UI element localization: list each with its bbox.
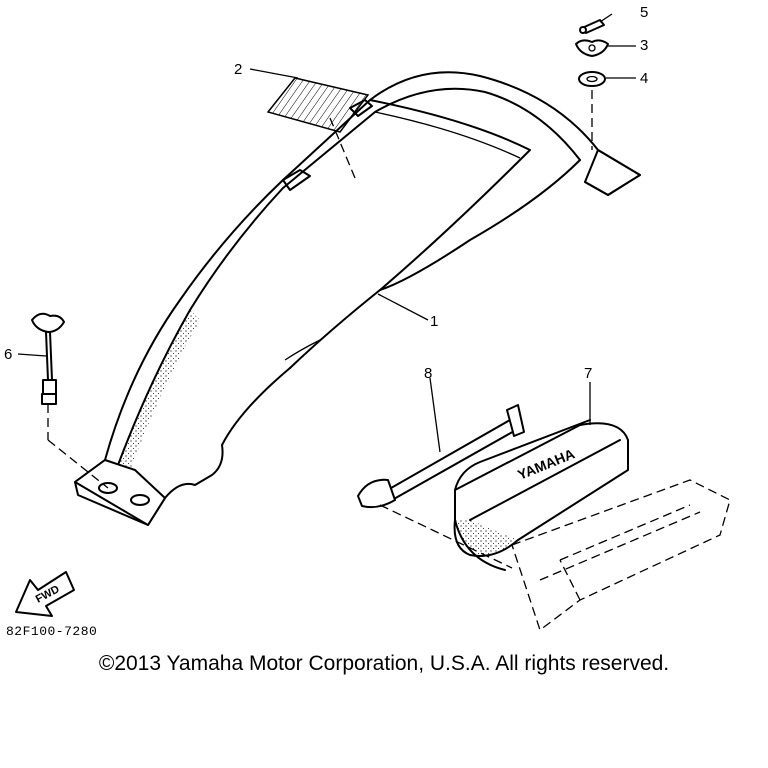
callout-7: 7 <box>584 365 592 382</box>
washer <box>578 71 606 87</box>
callout-labels: 1 2 3 4 5 6 7 8 <box>4 4 648 382</box>
callout-1: 1 <box>430 313 438 330</box>
screw <box>579 19 605 34</box>
bolt-assembly <box>31 312 65 405</box>
tool-box: YAMAHA <box>453 419 629 571</box>
copyright-notice: ©2013 Yamaha Motor Corporation, U.S.A. A… <box>98 652 670 675</box>
callout-6: 6 <box>4 346 12 363</box>
callout-4: 4 <box>640 70 648 87</box>
callout-5: 5 <box>640 4 648 21</box>
reference-code: 82F100-7280 <box>6 624 98 639</box>
label-decal <box>266 77 370 133</box>
tool-strap <box>357 404 525 509</box>
rear-fender <box>74 71 641 526</box>
callout-2: 2 <box>234 61 242 78</box>
fwd-arrow-icon: FWD <box>15 571 75 617</box>
callout-3: 3 <box>640 37 648 54</box>
callout-8: 8 <box>424 365 432 382</box>
tool-tray <box>511 479 731 632</box>
leader-lines <box>17 13 636 569</box>
wing-nut <box>575 39 609 57</box>
